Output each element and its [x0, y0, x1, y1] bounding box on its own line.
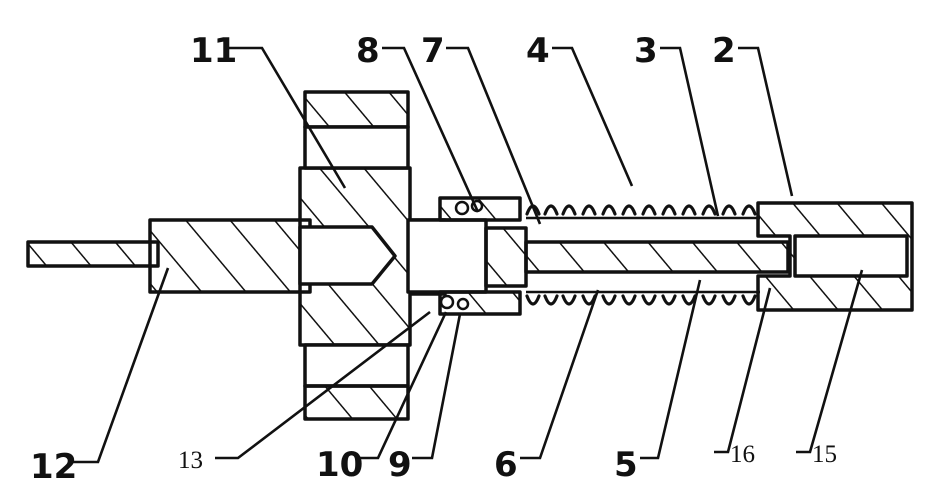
part-label-5: 5	[614, 445, 638, 485]
part-label-6: 6	[494, 445, 518, 485]
end-housing-2	[756, 201, 914, 312]
leader-lines	[72, 46, 864, 464]
part-label-2: 2	[712, 31, 736, 71]
part-label-13: 13	[178, 447, 203, 474]
part-label-7: 7	[421, 31, 445, 71]
part-label-12: 12	[30, 447, 77, 487]
plunger	[484, 226, 790, 288]
shaft-12	[26, 218, 312, 294]
part-label-3: 3	[634, 31, 658, 71]
part-label-11: 11	[190, 31, 237, 71]
part-label-4: 4	[526, 31, 550, 71]
part-label-9: 9	[388, 445, 412, 485]
part-label-15: 15	[812, 441, 837, 468]
part-label-8: 8	[356, 31, 380, 71]
part-label-10: 10	[316, 445, 363, 485]
flange-body-11	[298, 90, 447, 421]
part-label-16: 16	[730, 441, 755, 468]
spring-4	[525, 204, 760, 306]
